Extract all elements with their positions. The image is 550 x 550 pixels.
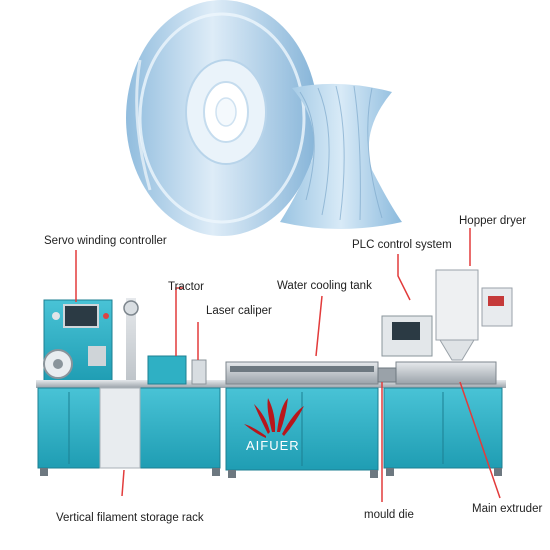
servo-controller-unit bbox=[43, 299, 113, 383]
printed-vase-image bbox=[280, 83, 402, 229]
hopper-dryer-unit bbox=[435, 269, 479, 341]
fan-logo-icon bbox=[244, 398, 304, 438]
machine-feet bbox=[40, 468, 502, 478]
water-cooling-tank bbox=[225, 361, 379, 471]
water-pointer bbox=[315, 295, 323, 357]
tractor-unit bbox=[147, 355, 187, 385]
label-main-extruder: Main extruder bbox=[472, 503, 543, 515]
label-laser-caliper: Laser caliper bbox=[206, 305, 272, 317]
label-tractor: Tractor bbox=[168, 281, 204, 293]
laser-caliper-unit bbox=[191, 359, 207, 385]
tractor-pointer bbox=[175, 287, 184, 356]
storage-pointer bbox=[121, 469, 125, 497]
filament-spool-image bbox=[126, 0, 318, 236]
extruder-section bbox=[377, 269, 513, 469]
label-servo-controller: Servo winding controller bbox=[44, 235, 167, 247]
label-water-cooling-tank: Water cooling tank bbox=[277, 280, 372, 292]
mould-die-unit bbox=[377, 367, 397, 383]
pointer-lines bbox=[75, 228, 501, 502]
label-mould-die: mould die bbox=[364, 509, 414, 521]
label-plc-control-system: PLC control system bbox=[352, 239, 452, 251]
label-vertical-storage-rack: Vertical filament storage rack bbox=[56, 512, 204, 524]
extruder-pointer bbox=[459, 381, 501, 499]
plc-pointer bbox=[397, 254, 411, 301]
left-cabinet bbox=[37, 355, 221, 469]
label-hopper-dryer: Hopper dryer bbox=[459, 215, 527, 227]
brand-name: AIFUER bbox=[246, 438, 300, 453]
main-extruder-barrel bbox=[395, 361, 497, 385]
